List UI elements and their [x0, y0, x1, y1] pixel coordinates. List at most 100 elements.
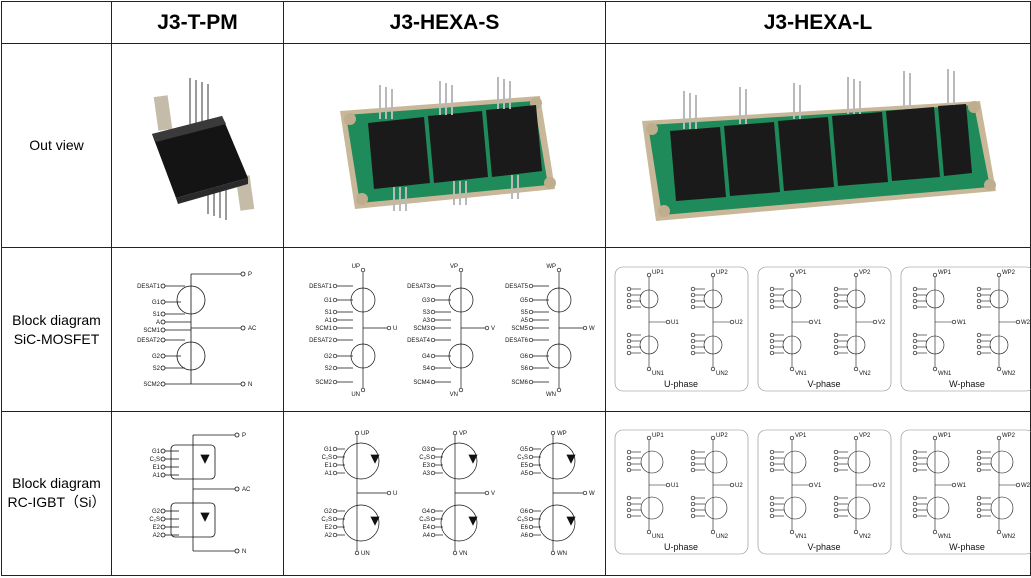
diagram-label: WN2: [1002, 534, 1016, 540]
pin-terminal: [769, 502, 775, 507]
pin-terminal: [872, 319, 878, 324]
diagram-label: S4: [422, 366, 430, 372]
diagram-label: C₆S: [517, 517, 528, 523]
pin-terminal: [996, 366, 1002, 371]
mosfet-schematic-t-pm: DESAT1 G1 S1 A SCM1 DESAT2 G2 S2 SCM2 P …: [137, 271, 257, 388]
pin-terminal: [976, 286, 982, 291]
pin-terminal: [833, 496, 839, 501]
pin-terminal: [626, 332, 632, 337]
pin-terminal: [833, 344, 839, 349]
pin-terminal: [932, 272, 938, 277]
diagram-label: VN: [459, 551, 467, 557]
out-view-row: Out view: [1, 43, 1031, 249]
pin-terminal: [769, 298, 775, 303]
pin-terminal: [912, 298, 918, 303]
diagram-label: UP: [361, 431, 369, 437]
pin-terminal: [332, 365, 337, 370]
pin-terminal: [430, 447, 435, 452]
pin-terminal: [976, 350, 982, 355]
igbt-symbol: [783, 451, 807, 474]
diagram-label: DESAT6: [505, 338, 529, 344]
pin-terminal: [528, 517, 533, 522]
diagram-label: WN2: [1002, 371, 1016, 377]
diagram-label: VN1: [795, 534, 807, 540]
pin-terminal: [932, 436, 938, 441]
diagram-label: UP1: [652, 433, 664, 439]
pin-terminal: [729, 483, 735, 488]
mosfet-symbol: [703, 335, 723, 354]
pin-terminal: [976, 332, 982, 337]
col-header-j3-hexa-l: J3-HEXA-L: [605, 0, 1031, 45]
col-header-j3-hexa-s: J3-HEXA-S: [283, 0, 606, 45]
pin-label: A1: [152, 473, 160, 479]
diagram-label: VP: [449, 264, 457, 270]
pin-terminal: [912, 344, 918, 349]
mosfet-symbol: [925, 289, 945, 308]
mosfet-symbol: [846, 335, 866, 354]
pin-terminal: [769, 450, 775, 455]
diagram-label: G4: [421, 354, 430, 360]
pin-terminal: [833, 450, 839, 455]
diagram-label: DESAT5: [505, 284, 529, 290]
igbt-symbol: [704, 451, 728, 474]
mosfet-symbol: [925, 335, 945, 354]
phase-box: [900, 266, 1031, 391]
pin-terminal: [332, 309, 337, 314]
diagram-label: A5: [520, 318, 528, 324]
diagram-label: DESAT1: [309, 284, 333, 290]
diode-symbol: [369, 516, 380, 527]
diagram-label: A1: [324, 471, 332, 477]
pin-terminal: [833, 462, 839, 467]
pin-terminal: [582, 491, 587, 496]
diagram-label: C₃S: [419, 455, 430, 461]
pin-terminal: [646, 272, 652, 277]
pin-terminal: [484, 325, 489, 330]
pin-terminal: [332, 455, 337, 460]
pin-terminal: [626, 304, 632, 309]
diagram-label: WN1: [938, 534, 952, 540]
diagram-label: WN1: [938, 371, 952, 377]
igbt-schematic-hexa-l: UP1UN1U1UP2UN2U2U-phaseVP1VN1V1VP2VN2V2V…: [614, 430, 1031, 555]
pin-terminal: [332, 283, 337, 288]
diagram-label: U: [393, 491, 397, 497]
pin-terminal: [556, 387, 561, 392]
pin-terminal: [912, 304, 918, 309]
module-photo-t-pm: [151, 77, 254, 220]
diagram-label: SCM5: [511, 326, 528, 332]
igbt-schematic-hexa-s: G1C₁SE1A1G2C₂SE2A2UPUNUG3C₃SE3A3G4C₄SE4A…: [321, 431, 595, 557]
diagram-label: S2: [324, 366, 332, 372]
pin-terminal: [789, 436, 795, 441]
pin-terminal: [458, 267, 463, 272]
col-header-j3-t-pm: J3-T-PM: [111, 0, 284, 45]
diagram-label: WP1: [938, 433, 952, 439]
pin-terminal: [626, 514, 632, 519]
pin-terminal: [626, 468, 632, 473]
pin-label: E2: [152, 525, 160, 531]
half-bridge-leg: [332, 431, 391, 556]
pin-terminal: [430, 317, 435, 322]
mosfet-symbol: [782, 335, 802, 354]
diagram-label: G3: [421, 447, 430, 453]
diagram-label: W-phase: [949, 542, 985, 552]
pin-terminal: [430, 533, 435, 538]
diagram-label: S5: [520, 310, 528, 316]
mosfet-symbol: [639, 289, 659, 308]
pin-terminal: [769, 332, 775, 337]
diagram-label: UN: [361, 551, 370, 557]
pin-terminal: [528, 463, 533, 468]
pin-terminal: [430, 509, 435, 514]
diagram-label: V-phase: [807, 379, 840, 389]
pin-terminal: [550, 551, 555, 556]
diagram-label: S3: [422, 310, 430, 316]
igbt-symbol: [990, 451, 1014, 474]
pin-terminal: [833, 502, 839, 507]
corner-cell: [1, 0, 112, 45]
pin-terminal: [833, 514, 839, 519]
diagram-label: C₅S: [517, 455, 528, 461]
pin-terminal: [360, 387, 365, 392]
igbt-symbol: [783, 497, 807, 520]
diagram-label: VP1: [795, 433, 807, 439]
diagram-label: E1: [324, 463, 332, 469]
diagram-label: VP: [459, 431, 467, 437]
diode-symbol: [369, 454, 380, 465]
